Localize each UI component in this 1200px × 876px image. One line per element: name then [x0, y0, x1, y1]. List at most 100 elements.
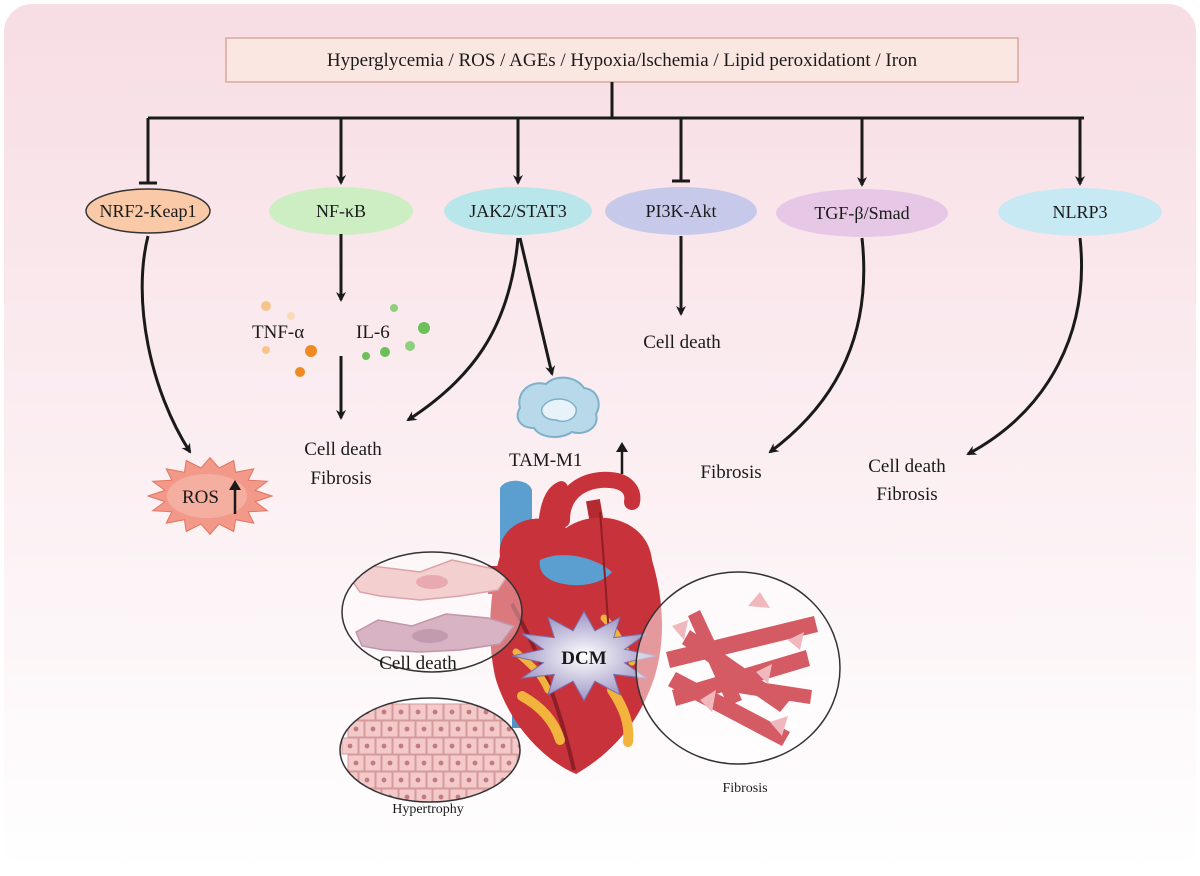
hypertrophy-nucleus — [449, 743, 455, 749]
hypertrophy-nucleus — [398, 709, 404, 715]
panel-cell-death-label: Cell death — [379, 653, 457, 674]
node-tgfb — [776, 189, 948, 237]
hypertrophy-nucleus — [370, 760, 376, 766]
downstream-arrows — [140, 234, 1083, 456]
cytokine-dots — [261, 301, 430, 377]
arrow-nlrp3-to-outcome — [966, 237, 1083, 456]
hypertrophy-nucleus — [415, 743, 421, 749]
ros-label: ROS — [182, 487, 219, 508]
arrow-jak2-to-tam — [518, 237, 556, 376]
hypertrophy-nucleus — [398, 777, 404, 783]
hypertrophy-nucleus — [438, 726, 444, 732]
arrow-tgfb-to-fibrosis — [768, 237, 866, 454]
hypertrophy-nucleus — [466, 709, 472, 715]
panel-hypertrophy-label: Hypertrophy — [392, 802, 464, 817]
tam-label: TAM-M1 — [509, 450, 582, 471]
node-label-nrf2: NRF2-Keap1 — [100, 201, 197, 221]
fibrosis-panel — [635, 571, 841, 765]
cytokine-dot — [287, 312, 295, 320]
panel-fibrosis-label: Fibrosis — [722, 781, 767, 796]
il6-label: IL-6 — [356, 322, 390, 343]
pi3k-cell-death-label: Cell death — [643, 332, 721, 353]
up-arrow-icon — [229, 480, 241, 514]
hypertrophy-nucleus — [347, 743, 353, 749]
hypertrophy-nucleus — [398, 743, 404, 749]
tgfb-fibrosis-label: Fibrosis — [700, 462, 761, 483]
hypertrophy-nucleus — [421, 726, 427, 732]
up-arrow-icon — [616, 442, 628, 474]
hypertrophy-nucleus — [432, 777, 438, 783]
hypertrophy-nucleus — [506, 726, 512, 732]
hypertrophy-nucleus — [506, 760, 512, 766]
hypertrophy-nucleus — [483, 777, 489, 783]
node-jak2 — [444, 187, 592, 235]
hypertrophy-nucleus — [472, 726, 478, 732]
hypertrophy-nucleus — [353, 726, 359, 732]
hypertrophy-nucleus — [449, 777, 455, 783]
hypertrophy-nucleus — [455, 726, 461, 732]
hypertrophy-nucleus — [415, 709, 421, 715]
hypertrophy-nucleus — [387, 726, 393, 732]
heart-illustration: DCM — [488, 471, 662, 774]
hypertrophy-nucleus — [466, 743, 472, 749]
hypertrophy-nucleus — [432, 743, 438, 749]
hypertrophy-nucleus — [404, 726, 410, 732]
hypertrophy-nucleus — [387, 760, 393, 766]
hypertrophy-nucleus — [370, 726, 376, 732]
nfkb-cell-death-label: Cell death — [304, 439, 382, 460]
hypertrophy-cell — [511, 737, 520, 755]
hypertrophy-nucleus — [455, 794, 461, 800]
cytokine-dot — [405, 341, 415, 351]
node-label-nlrp3: NLRP3 — [1052, 202, 1107, 222]
arrow-jak2-to-outcome — [406, 237, 520, 422]
cytokine-dot — [380, 347, 390, 357]
hypertrophy-nucleus — [500, 743, 506, 749]
cytokine-dot — [362, 352, 370, 360]
node-nfkb — [269, 187, 413, 235]
hypertrophy-nucleus — [364, 743, 370, 749]
node-label-tgfb: TGF-β/Smad — [814, 203, 909, 223]
ros-burst: ROS — [146, 456, 274, 536]
cytokine-dot — [418, 322, 430, 334]
hypertrophy-nucleus — [438, 794, 444, 800]
stimulus-box: Hyperglycemia / ROS / AGEs / Hypoxia/lsc… — [225, 37, 1019, 83]
macrophage-icon — [516, 376, 600, 438]
node-label-nfkb: NF-κB — [316, 201, 366, 221]
hypertrophy-nucleus — [381, 777, 387, 783]
hypertrophy-panel — [339, 697, 521, 803]
nfkb-fibrosis-label: Fibrosis — [310, 468, 371, 489]
tree-connectors — [148, 82, 1084, 120]
hypertrophy-nucleus — [483, 743, 489, 749]
node-pi3k — [605, 187, 757, 235]
branch-connectors — [139, 118, 1085, 187]
hypertrophy-nucleus — [489, 760, 495, 766]
node-label-pi3k: PI3K-Akt — [646, 201, 717, 221]
node-nrf2 — [85, 188, 211, 234]
arrow-nrf2-to-ros — [140, 235, 192, 454]
hypertrophy-nucleus — [421, 760, 427, 766]
node-nlrp3 — [998, 188, 1162, 236]
hypertrophy-nucleus — [421, 794, 427, 800]
hypertrophy-nucleus — [449, 709, 455, 715]
nlrp3-fibrosis-label: Fibrosis — [876, 484, 937, 505]
hypertrophy-nucleus — [455, 760, 461, 766]
hypertrophy-nucleus — [364, 777, 370, 783]
cytokine-dot — [390, 304, 398, 312]
hypertrophy-nucleus — [432, 709, 438, 715]
hypertrophy-nucleus — [381, 709, 387, 715]
tnf-label: TNF-α — [252, 322, 304, 343]
hypertrophy-nucleus — [415, 777, 421, 783]
hypertrophy-nucleus — [404, 760, 410, 766]
hypertrophy-nucleus — [404, 794, 410, 800]
hypertrophy-nucleus — [489, 726, 495, 732]
cytokine-dot — [295, 367, 305, 377]
cytokine-dot — [262, 346, 270, 354]
hypertrophy-nucleus — [438, 760, 444, 766]
stimulus-label: Hyperglycemia / ROS / AGEs / Hypoxia/lsc… — [327, 50, 918, 71]
hypertrophy-nucleus — [353, 760, 359, 766]
cytokine-dot — [261, 301, 271, 311]
hypertrophy-nucleus — [472, 760, 478, 766]
